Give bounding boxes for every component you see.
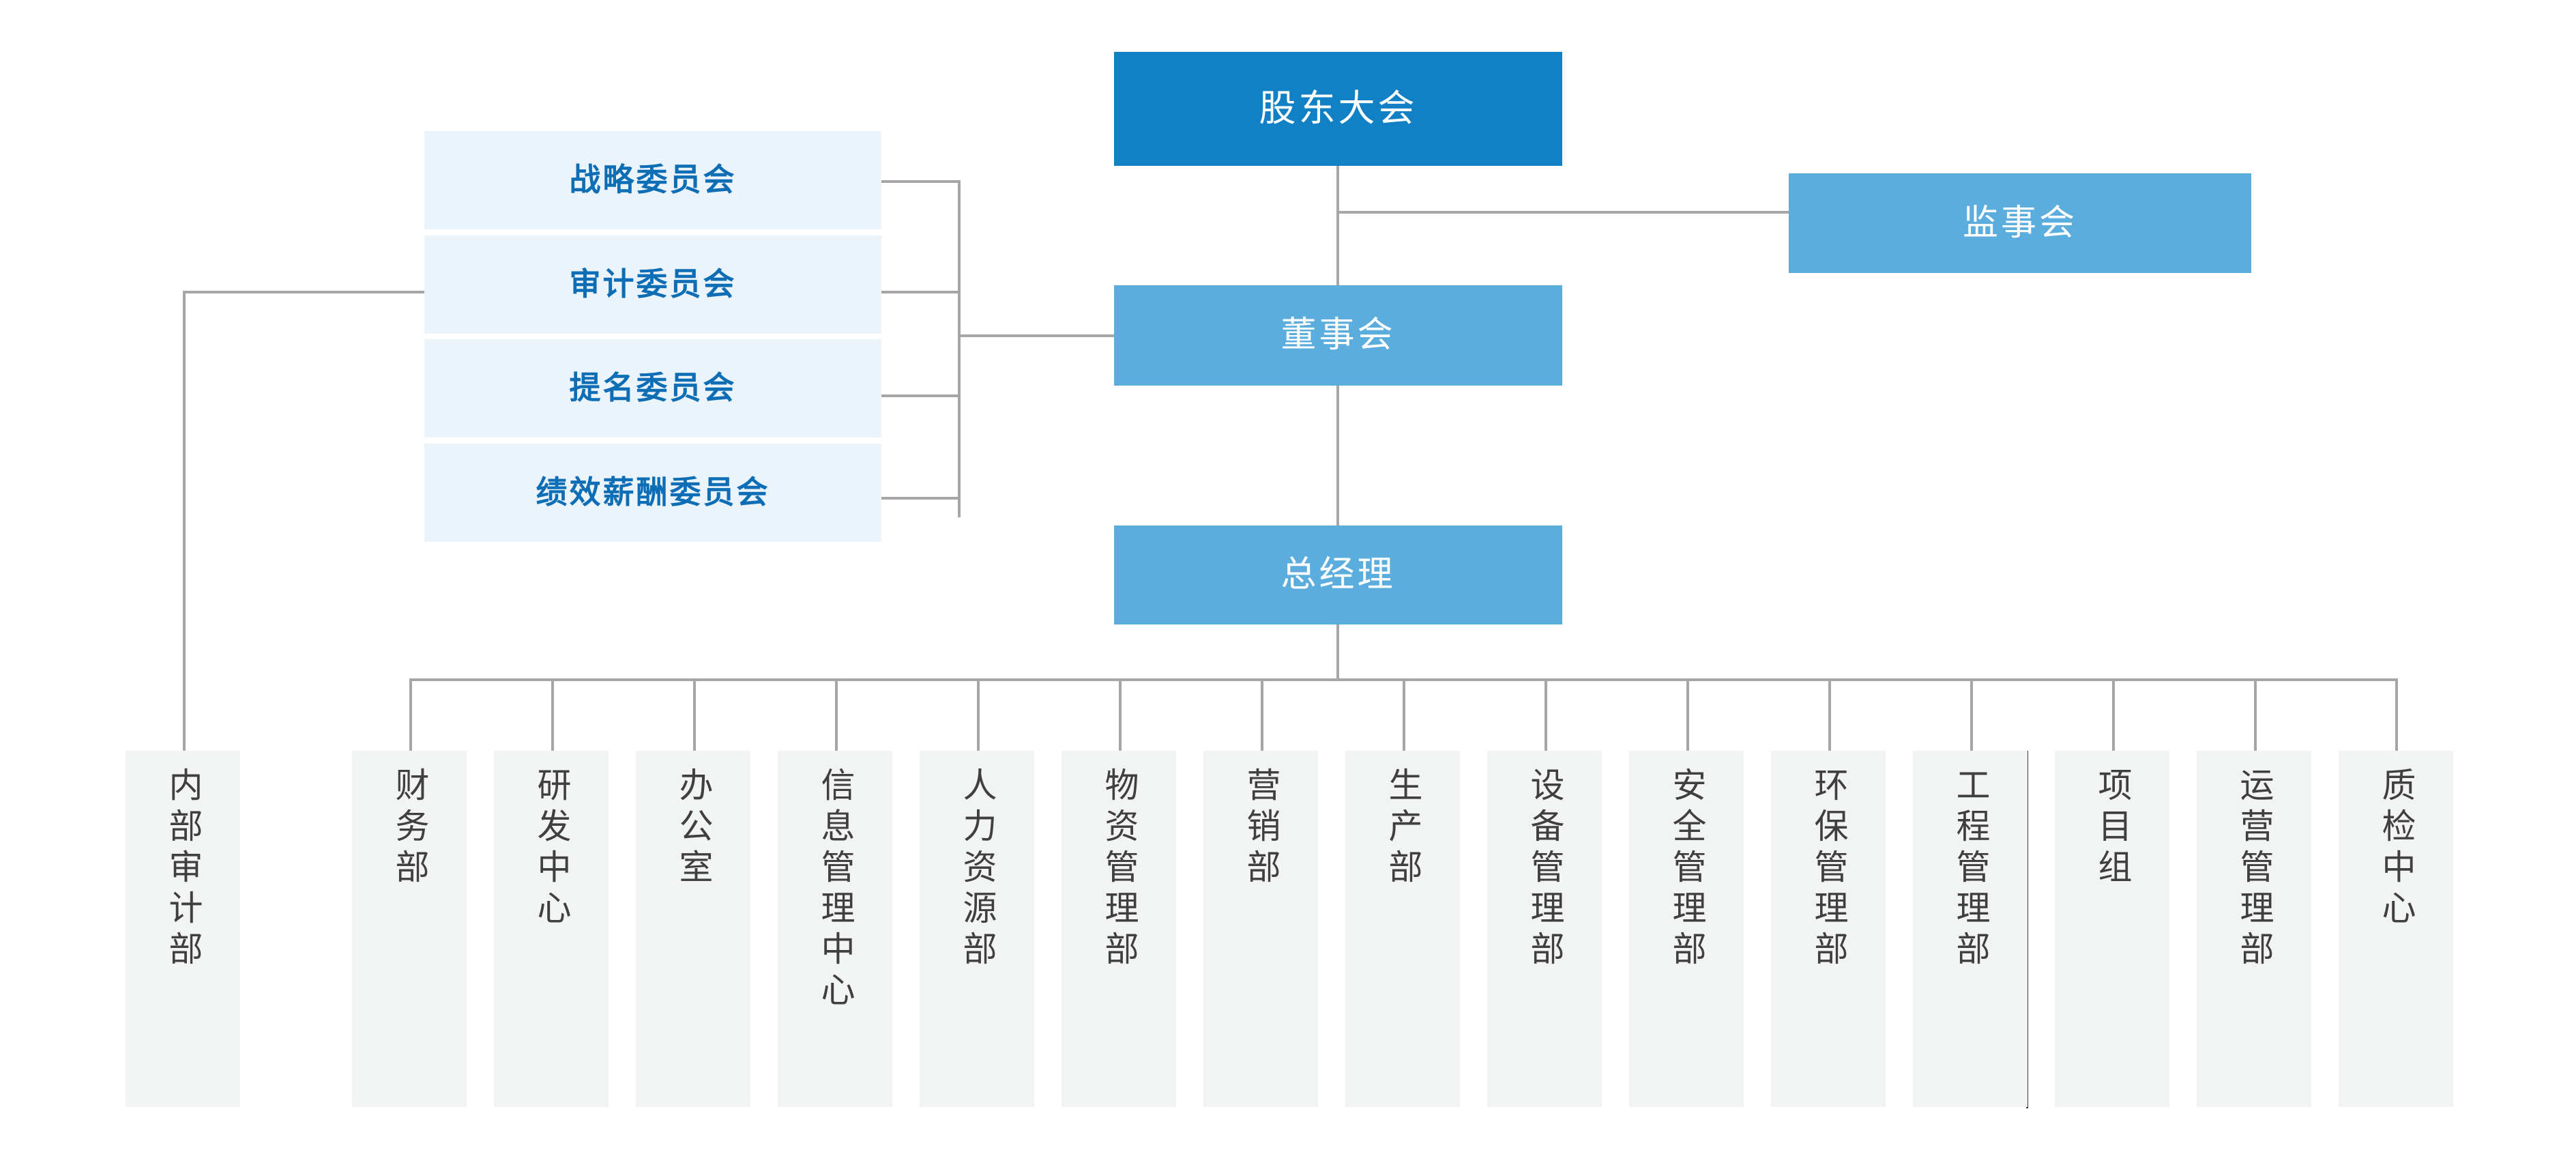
connector-committee-stub-1 — [880, 180, 961, 183]
connector-department-drop-14 — [2254, 678, 2257, 752]
connector-committee-stub-4 — [880, 497, 961, 500]
connector-committee-stub-3 — [880, 394, 961, 397]
node-department-safety-management[interactable]: 安全管理部 — [1629, 751, 1744, 1107]
connector-shareholders-to-supervisory — [1336, 211, 1790, 214]
node-label: 内部审计部 — [164, 767, 203, 972]
connector-audit-committee-left — [183, 291, 426, 293]
connector-department-drop-9 — [1545, 678, 1547, 752]
node-label: 生产部 — [1384, 767, 1422, 890]
node-shareholders-meeting[interactable]: 股东大会 — [1114, 52, 1562, 166]
connector-department-drop-5 — [977, 678, 980, 752]
connector-department-drop-11 — [1828, 678, 1831, 752]
node-department-internal-audit[interactable]: 内部审计部 — [126, 751, 240, 1107]
node-department-marketing[interactable]: 营销部 — [1203, 751, 1318, 1107]
connector-department-drop-4 — [835, 678, 838, 752]
node-committee-remuneration[interactable]: 绩效薪酬委员会 — [424, 444, 881, 542]
node-label: 总经理 — [1280, 555, 1396, 594]
connector-department-drop-10 — [1686, 678, 1689, 752]
node-label: 人力资源部 — [958, 767, 997, 972]
node-department-rnd-center[interactable]: 研发中心 — [494, 751, 609, 1107]
connector-department-drop-1 — [409, 678, 412, 752]
node-label: 审计委员会 — [569, 266, 737, 302]
connector-board-to-committees — [958, 334, 1116, 337]
node-department-information-management-center[interactable]: 信息管理中心 — [778, 751, 892, 1107]
connector-department-drop-15 — [2395, 678, 2398, 752]
node-department-production[interactable]: 生产部 — [1345, 751, 1460, 1107]
node-department-quality-inspection-center[interactable]: 质检中心 — [2339, 751, 2453, 1107]
connector-department-drop-8 — [1403, 678, 1405, 752]
node-label: 营销部 — [1242, 767, 1280, 890]
connector-department-drop-3 — [693, 678, 696, 752]
node-label: 信息管理中心 — [816, 767, 855, 1013]
node-label: 董事会 — [1280, 315, 1396, 355]
node-department-finance[interactable]: 财务部 — [352, 751, 467, 1107]
node-committee-audit[interactable]: 审计委员会 — [424, 235, 881, 334]
node-department-equipment-management[interactable]: 设备管理部 — [1487, 751, 1602, 1107]
node-label: 运营管理部 — [2235, 767, 2274, 972]
node-department-project-team[interactable]: 项目组 — [2055, 751, 2169, 1107]
connector-department-drop-2 — [551, 678, 554, 752]
node-department-materials-management[interactable]: 物资管理部 — [1062, 751, 1176, 1107]
connector-shareholders-to-board — [1336, 166, 1339, 287]
node-general-manager[interactable]: 总经理 — [1114, 526, 1562, 624]
node-label: 质检中心 — [2377, 767, 2416, 931]
node-supervisory-board[interactable]: 监事会 — [1789, 173, 2251, 273]
connector-committee-stub-2 — [880, 291, 961, 293]
node-label: 办公室 — [674, 767, 713, 890]
node-label: 物资管理部 — [1100, 767, 1139, 972]
node-department-human-resources[interactable]: 人力资源部 — [920, 751, 1034, 1107]
node-label: 股东大会 — [1259, 87, 1418, 129]
node-label: 监事会 — [1962, 203, 2077, 243]
node-label: 环保管理部 — [1809, 767, 1848, 972]
connector-department-drop-12 — [1970, 678, 1973, 752]
connector-department-drop-6 — [1119, 678, 1122, 752]
connector-committee-spine — [958, 180, 961, 517]
node-label: 安全管理部 — [1667, 767, 1706, 972]
connector-gm-drop — [1336, 624, 1339, 680]
connector-board-to-gm — [1336, 385, 1339, 527]
node-department-office[interactable]: 办公室 — [636, 751, 750, 1107]
node-department-environmental-management[interactable]: 环保管理部 — [1771, 751, 1886, 1107]
node-label: 设备管理部 — [1525, 767, 1564, 972]
node-label: 工程管理部 — [1951, 767, 1990, 972]
node-department-engineering-management[interactable]: 工程管理部 — [1913, 751, 2028, 1107]
node-committee-strategy[interactable]: 战略委员会 — [424, 131, 881, 229]
node-label: 项目组 — [2093, 767, 2132, 890]
node-board-of-directors[interactable]: 董事会 — [1114, 285, 1562, 386]
node-label: 研发中心 — [532, 767, 571, 931]
node-label: 战略委员会 — [569, 162, 737, 198]
connector-audit-to-internal-audit — [183, 291, 186, 752]
node-department-operations-management[interactable]: 运营管理部 — [2197, 751, 2311, 1107]
node-label: 绩效薪酬委员会 — [536, 474, 770, 510]
node-committee-nomination[interactable]: 提名委员会 — [424, 339, 881, 437]
connector-department-drop-13 — [2112, 678, 2115, 752]
connector-department-drop-7 — [1261, 678, 1263, 752]
node-label: 提名委员会 — [569, 370, 737, 406]
node-label: 财务部 — [390, 767, 429, 890]
